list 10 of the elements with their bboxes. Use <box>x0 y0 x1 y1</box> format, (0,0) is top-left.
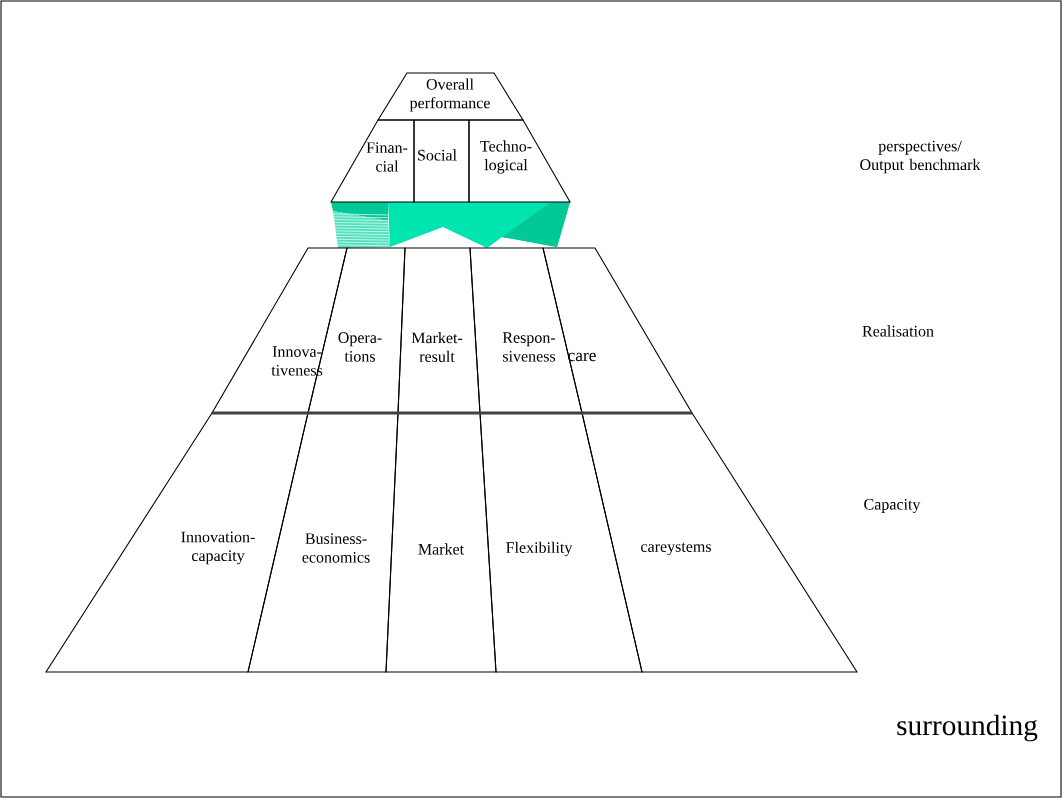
cell: Social <box>413 119 470 203</box>
side-label: Realisation <box>862 325 934 337</box>
cell: careystems <box>581 412 858 673</box>
cell: Market <box>385 412 497 673</box>
cell: Techno- logical <box>468 119 571 203</box>
cell: Overall performance <box>377 72 524 121</box>
side-label: perspectives/ Output benchmark <box>860 140 981 174</box>
cell: Market- result <box>397 247 481 414</box>
cell: Finan- cial <box>330 119 415 203</box>
side-label: surrounding <box>897 714 1038 742</box>
